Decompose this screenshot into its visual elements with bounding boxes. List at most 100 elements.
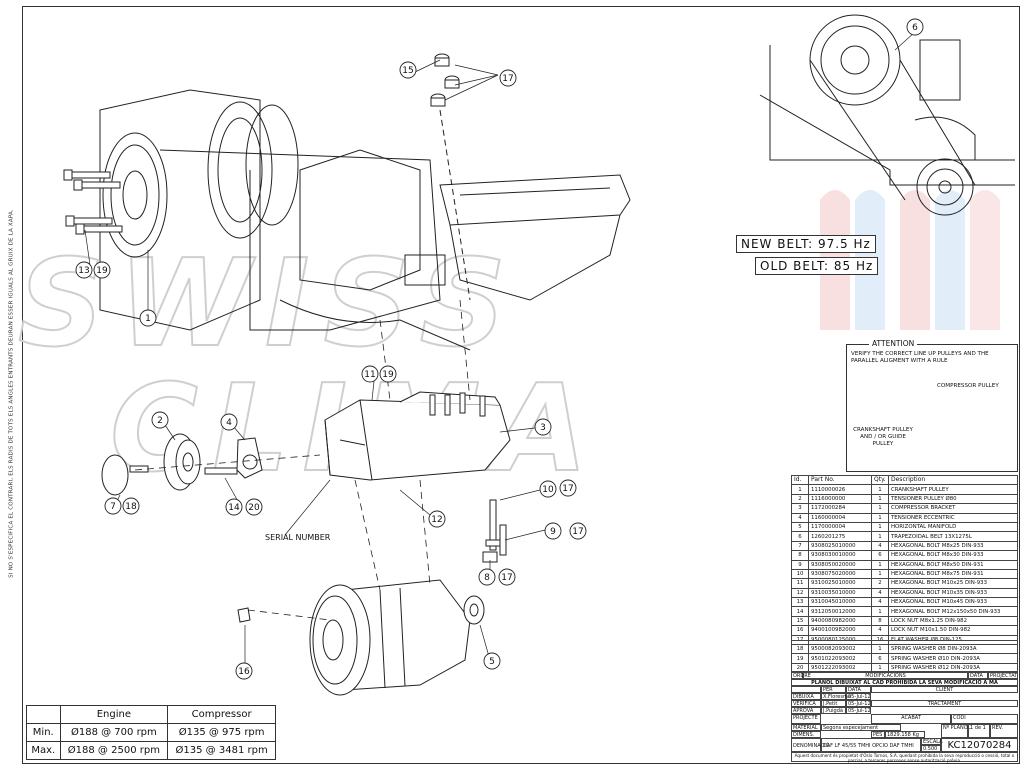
assembly-lines [134, 299, 471, 621]
part-qty: 8 [871, 615, 889, 627]
attention-box: ATTENTION VERIFY THE CORRECT LINE UP PUL… [846, 339, 1018, 472]
part-id: 12 [791, 587, 809, 599]
svg-text:17: 17 [501, 573, 512, 583]
part-number: 9310045010000 [808, 597, 872, 608]
svg-text:17: 17 [572, 527, 583, 537]
svg-text:18: 18 [125, 502, 137, 512]
part-qty: 1 [871, 521, 889, 533]
part-id: 9 [791, 559, 809, 570]
svg-text:16: 16 [238, 667, 250, 677]
callout-3 [534, 418, 552, 436]
old-belt-frequency: OLD BELT: 85 Hz [755, 257, 879, 275]
part-qty: 1 [871, 512, 889, 523]
callout-12 [428, 510, 446, 528]
new-belt-frequency: NEW BELT: 97.5 Hz [736, 235, 876, 253]
svg-text:10: 10 [542, 485, 554, 495]
svg-text:20: 20 [248, 503, 260, 513]
part-qty: 1 [871, 531, 889, 542]
svg-text:5: 5 [489, 657, 495, 667]
svg-text:8: 8 [484, 573, 490, 583]
callouts [75, 18, 924, 680]
callout-6 [906, 18, 924, 36]
callout-17 [499, 69, 517, 87]
tb-footer: Aquest document és propietat d'Oslo Torn… [791, 752, 1018, 763]
part-qty: 1 [871, 503, 889, 514]
tb-projecte: PROJECTE [791, 714, 821, 724]
part-id: 10 [791, 568, 809, 580]
parts-header-description: Description [888, 474, 1018, 486]
part-id: 5 [791, 521, 809, 533]
tb-codi: CODI [951, 714, 1018, 724]
part-number: 1160000004 [808, 512, 872, 523]
part-description: LOCK NUT M10x1.50 DIN-982 [888, 625, 1018, 636]
callout-18 [122, 497, 140, 515]
tb-escala-value: 0.500 [921, 745, 941, 752]
part-description: TENSIONER ECCENTRIC [888, 512, 1018, 523]
part-qty: 4 [871, 597, 889, 608]
svg-text:12: 12 [431, 515, 442, 525]
part-id: 3 [791, 503, 809, 514]
tb-denominacio: DENOMINACIÓ [791, 738, 829, 752]
svg-text:17: 17 [502, 74, 513, 84]
part-description: COMPRESSOR BRACKET [888, 503, 1018, 514]
callout-11 [361, 365, 379, 383]
svg-text:19: 19 [96, 266, 108, 276]
tb-proj: PROJECTAT [988, 672, 1018, 679]
tb-rev: REV. [990, 724, 1018, 738]
part-id: 4 [791, 512, 809, 523]
part-number: 9312050012000 [808, 606, 872, 617]
tb-data: DATA [968, 672, 988, 679]
part-qty: 4 [871, 625, 889, 636]
part-number: 9308050020000 [808, 559, 872, 570]
callout-4 [220, 413, 238, 431]
part-number: 9400080982000 [808, 615, 872, 627]
svg-text:7: 7 [110, 502, 116, 512]
part-qty: 6 [871, 550, 889, 561]
svg-text:15: 15 [402, 66, 413, 76]
tb-aprova: APROVA [791, 707, 821, 714]
perf-row-max: Max. Ø188 @ 2500 rpm Ø135 @ 3481 rpm [26, 741, 276, 760]
svg-text:19: 19 [382, 370, 394, 380]
part-qty: 2 [871, 578, 889, 589]
tb-tractament: TRACTAMENT [871, 700, 1018, 707]
parts-header-qty: Qty. [871, 474, 889, 486]
parts-header-id: Id. [791, 474, 809, 486]
part-id: 1 [791, 484, 809, 495]
svg-text:4: 4 [226, 418, 232, 428]
tb-per: PER [821, 686, 846, 693]
part-number: 1172000284 [808, 503, 872, 514]
tb-material: MATERIAL [791, 724, 821, 731]
revision-area [791, 640, 1018, 672]
tb-acabat: ACABAT [871, 714, 951, 724]
attention-title: ATTENTION [869, 339, 918, 348]
tb-verifica: VERIFICA [791, 700, 821, 707]
part-qty: 1 [871, 484, 889, 495]
tb-blank [791, 686, 821, 693]
tb-verifica-name: J.Petit [821, 700, 846, 707]
part-number: 9308025010000 [808, 540, 872, 552]
part-description: HEXAGONAL BOLT M10x35 DIN-933 [888, 587, 1018, 599]
sheet-border [22, 6, 1020, 764]
part-id: 15 [791, 615, 809, 627]
part-description: HEXAGONAL BOLT M8x30 DIN-933 [888, 550, 1018, 561]
svg-text:11: 11 [364, 370, 375, 380]
part-description: HEXAGONAL BOLT M12x150x50 DIN-933 [888, 606, 1018, 617]
compressor-bracket [324, 391, 511, 481]
tb-aprova-date: 05-Jul-12 [846, 707, 871, 714]
part-description: TRAPEZOIDAL BELT 13X1275L [888, 531, 1018, 542]
nuts-15 [430, 53, 471, 301]
tb-verifica-date: 05-Jul-12 [846, 700, 871, 707]
part-number: 1116000000 [808, 493, 872, 505]
part-id: 8 [791, 550, 809, 561]
